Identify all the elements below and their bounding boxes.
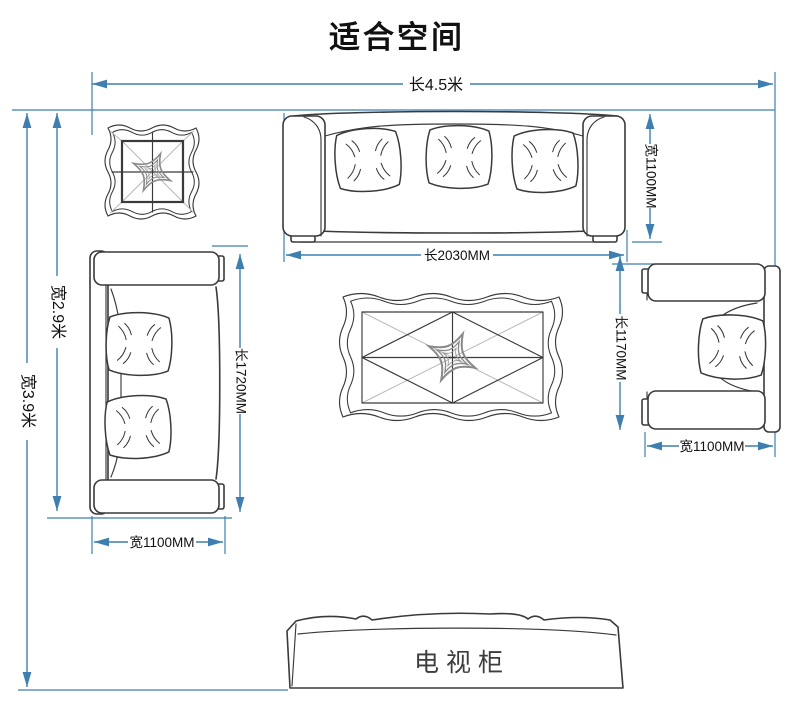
coffee-table bbox=[338, 292, 564, 422]
sofa-pillow bbox=[332, 126, 404, 194]
sofa-pillow bbox=[104, 310, 174, 378]
room-length-label: 长4.5米 bbox=[409, 76, 463, 94]
sofa-pillow bbox=[424, 123, 494, 191]
armchair-length-dimension: 长1170MM bbox=[613, 256, 628, 430]
page-title: 适合空间 bbox=[329, 20, 465, 55]
two-seat-sofa bbox=[89, 250, 225, 515]
side-table bbox=[104, 124, 200, 220]
two-seat-sofa-length-label: 长1720MM bbox=[233, 348, 248, 414]
tv-cabinet: 电视柜 bbox=[286, 612, 624, 689]
room-width-inner-label: 宽2.9米 bbox=[49, 285, 67, 339]
room-width-outer-label: 宽3.9米 bbox=[19, 374, 37, 428]
two-seat-sofa-width-label: 宽1100MM bbox=[129, 534, 194, 550]
two-seat-sofa-length-dimension: 长1720MM bbox=[233, 254, 248, 512]
three-seat-sofa bbox=[282, 110, 626, 243]
three-seat-sofa-width-dimension: 宽1100MM bbox=[643, 114, 659, 239]
armchair bbox=[641, 263, 781, 433]
sofa-pillow bbox=[103, 393, 173, 461]
sofa-pillow bbox=[510, 127, 580, 195]
room-length-dimension: 长4.5米 bbox=[92, 76, 773, 94]
two-seat-sofa-width-dimension: 宽1100MM bbox=[94, 534, 223, 550]
room-width-outer-dimension: 宽3.9米 bbox=[19, 113, 37, 687]
three-seat-sofa-width-label: 宽1100MM bbox=[643, 143, 659, 208]
tv-cabinet-label: 电视柜 bbox=[414, 649, 510, 677]
chair-pillow bbox=[696, 312, 768, 382]
three-seat-sofa-length-dimension: 长2030MM bbox=[286, 248, 624, 263]
room-width-inner-dimension: 宽2.9米 bbox=[49, 113, 67, 511]
armchair-width-label: 宽1100MM bbox=[679, 438, 744, 454]
armchair-length-label: 长1170MM bbox=[613, 315, 628, 380]
three-seat-sofa-length-label: 长2030MM bbox=[424, 248, 490, 263]
armchair-width-dimension: 宽1100MM bbox=[647, 438, 773, 454]
